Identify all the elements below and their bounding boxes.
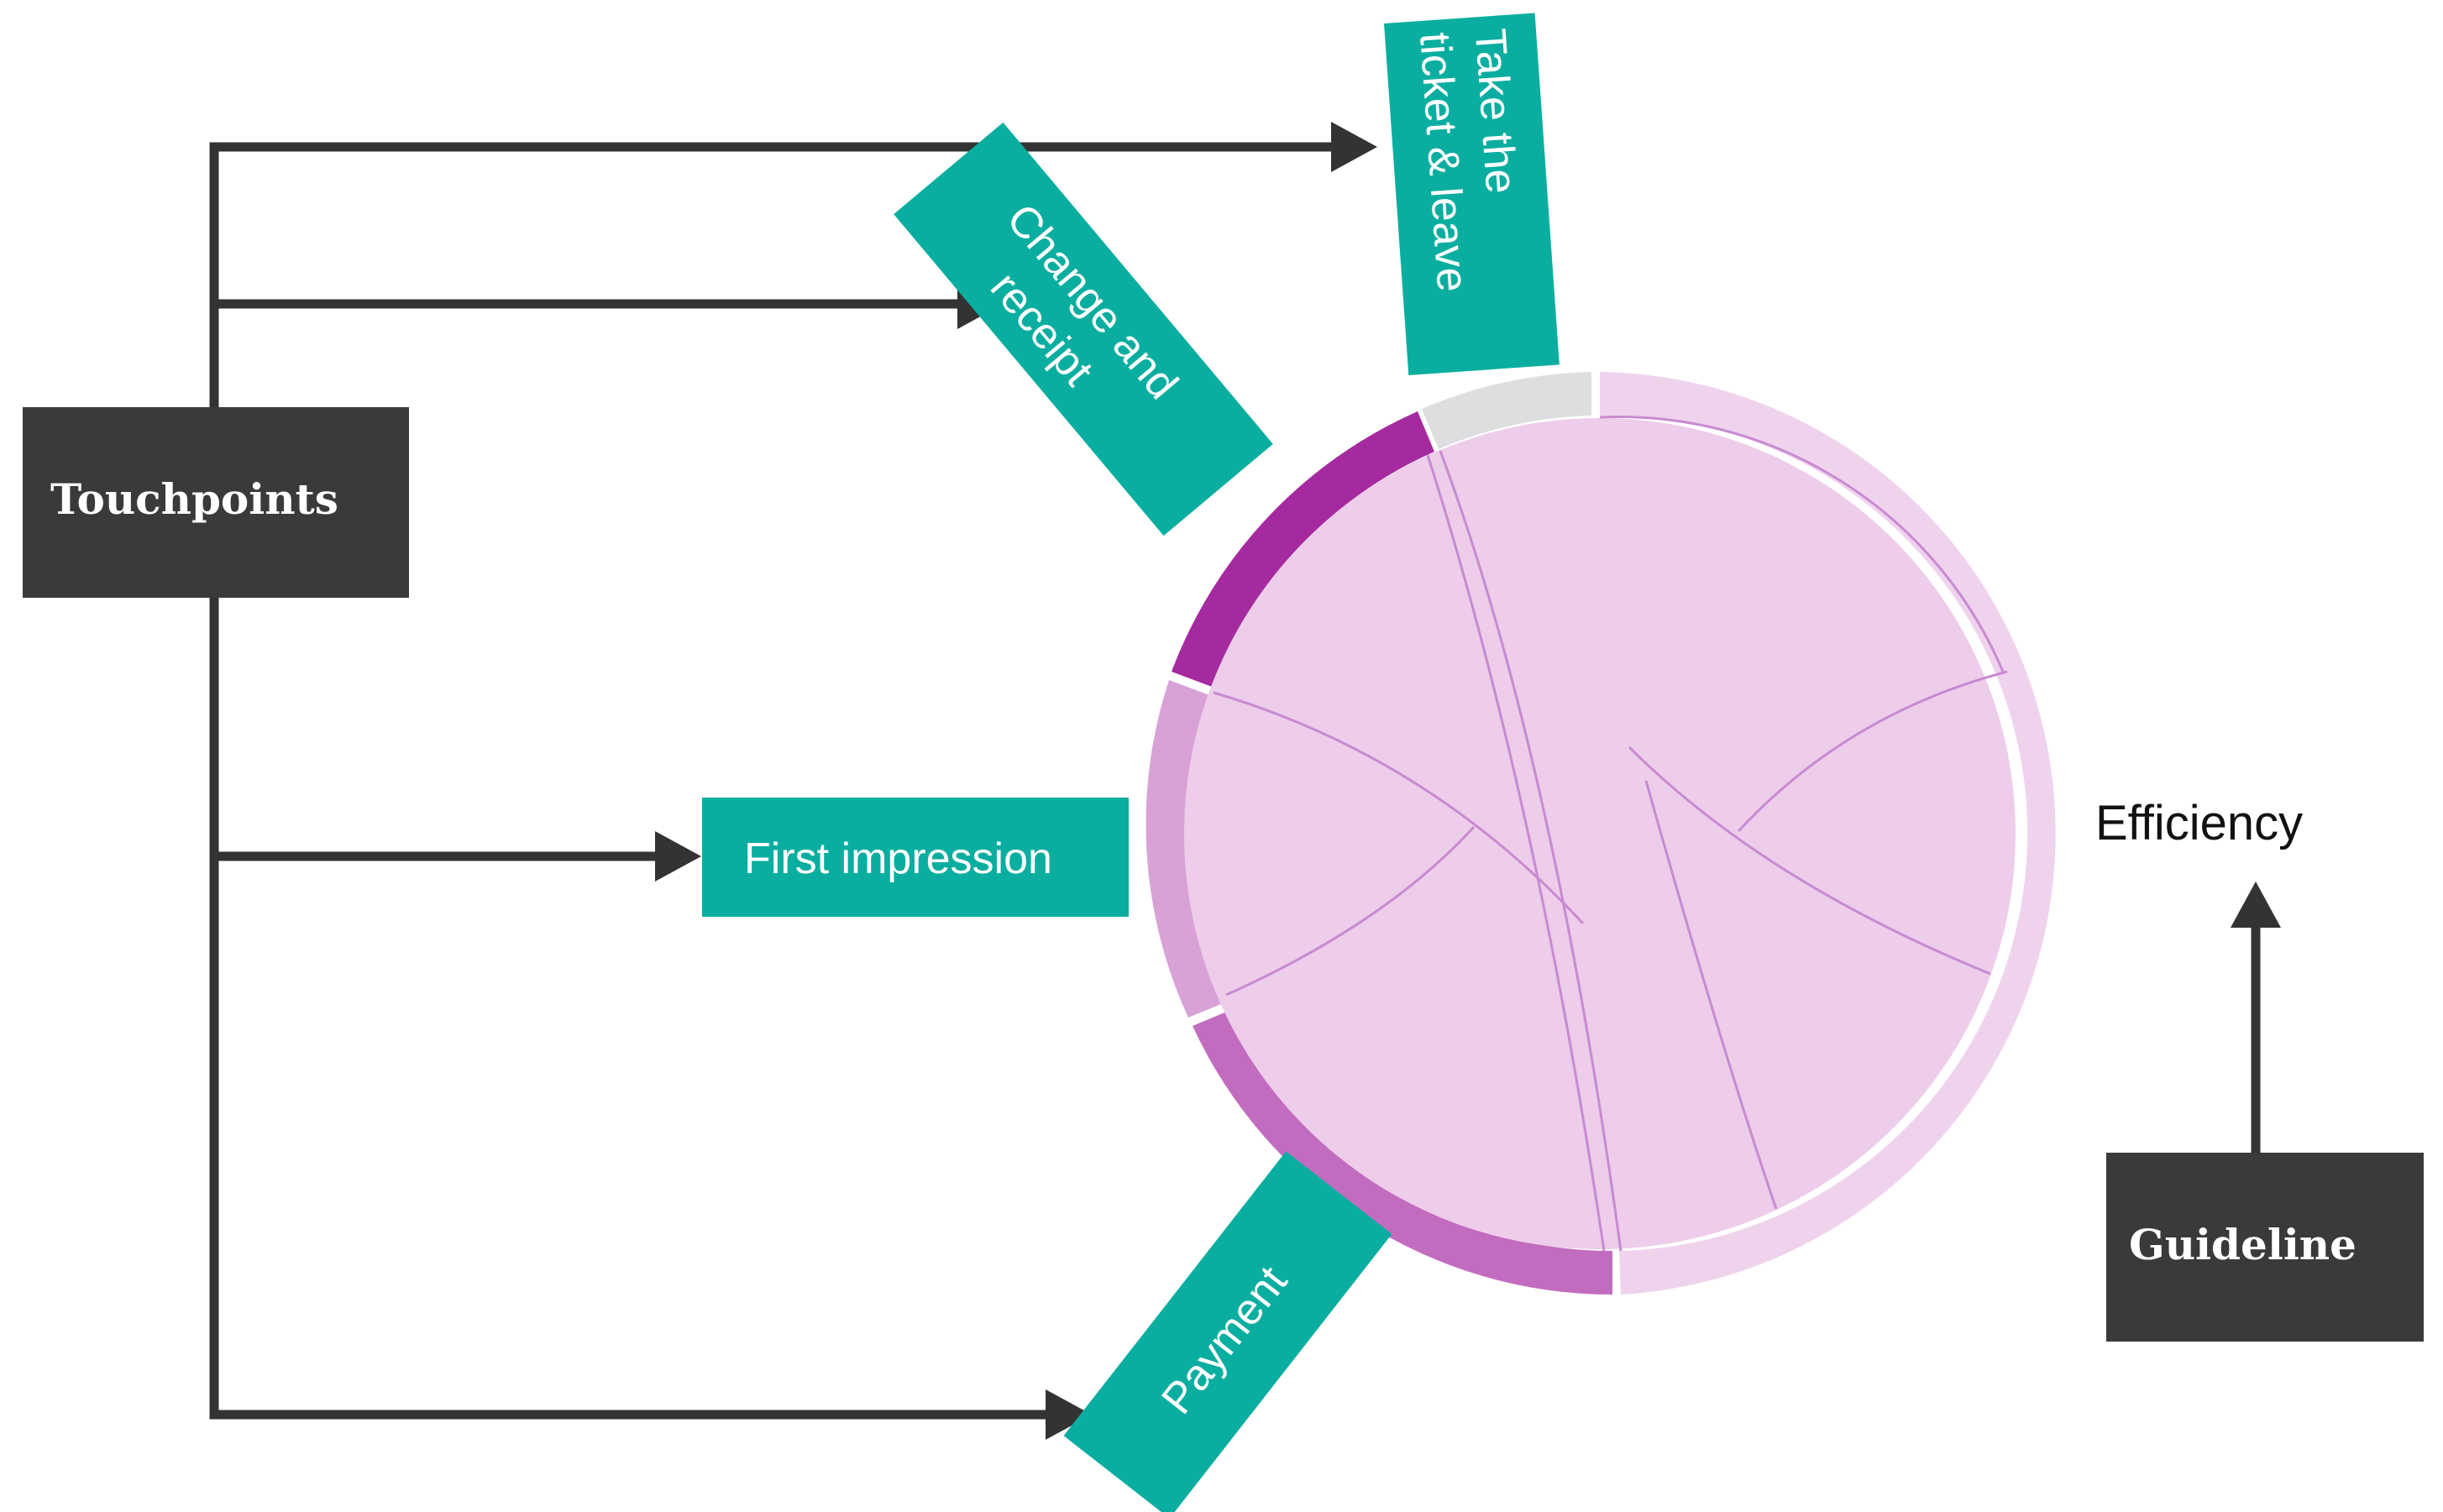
touchpoints-box: Touchpoints — [23, 407, 409, 598]
guideline-box: Guideline — [2106, 1153, 2424, 1342]
ring-segment-take-ticket — [1422, 372, 1591, 449]
arrowhead-first-impression — [655, 831, 701, 882]
ribbon-take-to-payment — [1439, 450, 1623, 1252]
stage-payment: Payment — [1063, 1151, 1392, 1512]
stage-first-impression: First impression — [702, 798, 1129, 917]
stage-first-impression-label: First impression — [744, 834, 1052, 883]
ribbon-efficiency-arc — [1599, 416, 2005, 672]
ribbon-first-lower — [1225, 825, 1476, 997]
arrowhead-take-ticket — [1331, 122, 1377, 172]
stage-take-ticket-line1: Take the — [1465, 27, 1526, 195]
ribbon-efficiency-upper — [1628, 746, 1991, 976]
ribbon-change-to-payment — [1426, 454, 1606, 1252]
stage-take-ticket: Take the ticket & leave — [1384, 13, 1560, 375]
chord-circle — [1145, 372, 2056, 1295]
ring-segment-payment — [1193, 1009, 1612, 1295]
ribbon-efficiency-middle — [1737, 670, 2008, 833]
chord-ribbons — [1213, 416, 2008, 1252]
efficiency-label: Efficiency — [2095, 796, 2303, 850]
arrowhead-payment — [1046, 1389, 1092, 1440]
touchpoints-label: Touchpoints — [50, 474, 338, 524]
ring-segment-change-receipt — [1172, 411, 1434, 687]
guideline-arrowhead — [2231, 882, 2281, 928]
ribbon-efficiency-lower — [1644, 780, 1778, 1210]
touchpoint-connectors — [209, 122, 1377, 1440]
guideline-label: Guideline — [2129, 1220, 2356, 1269]
chord-inner-disc — [1184, 418, 2016, 1249]
ribbon-first-to-payment — [1213, 691, 1585, 925]
stage-change-receipt: Change and receipt — [894, 122, 1273, 536]
